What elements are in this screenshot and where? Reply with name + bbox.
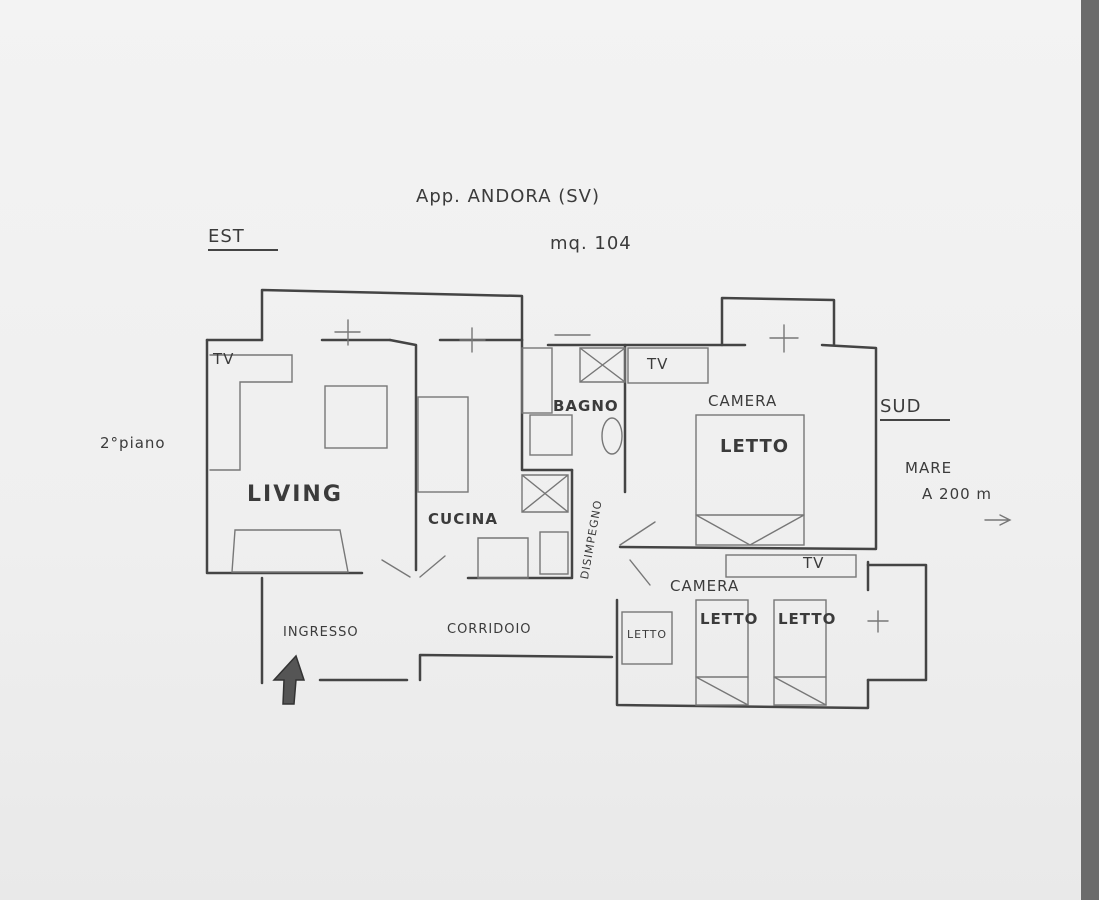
paper-edge-shadow [1081,0,1099,900]
room-camera-2-label: CAMERA [670,577,740,595]
tv-camera-1-label: TV [647,355,669,373]
entrance-arrow-icon [272,654,306,705]
camera-1-bottom [618,545,878,551]
corridor-wall-2 [418,653,614,682]
balcony-east-wall [260,288,524,342]
apartment-title: App. ANDORA (SV) [416,186,601,207]
bed-camera-1-label: LETTO [720,436,790,457]
compass-east-label: EST [208,226,278,251]
room-cucina-label: CUCINA [428,510,498,528]
living-cucina-divider [388,338,418,572]
living-wall [205,338,364,575]
sea-label-line1: MARE [905,459,953,477]
sea-label-line2: A 200 m [922,485,993,503]
bed-camera-2a-label: LETTO [700,610,759,628]
room-ingresso-label: INGRESSO [283,625,359,640]
camera-1-top-2 [820,343,878,550]
tv-camera-2-label: TV [803,554,825,572]
bed-camera-2b-label: LETTO [778,610,837,628]
room-living-label: LIVING [247,482,343,507]
camera-2-wall [615,598,870,710]
compass-south-label: SUD [880,396,950,421]
room-corridoio-label: CORRIDOIO [447,622,532,637]
tv-living-label: TV [213,350,235,368]
floor-label: 2°piano [100,434,166,452]
bed-small-label: LETTO [627,628,667,641]
area-label: mq. 104 [550,233,632,254]
camera-2-balcony [866,563,928,682]
room-camera-1-label: CAMERA [708,392,778,410]
room-bagno-label: BAGNO [553,397,619,415]
camera-1-balcony [720,296,836,347]
